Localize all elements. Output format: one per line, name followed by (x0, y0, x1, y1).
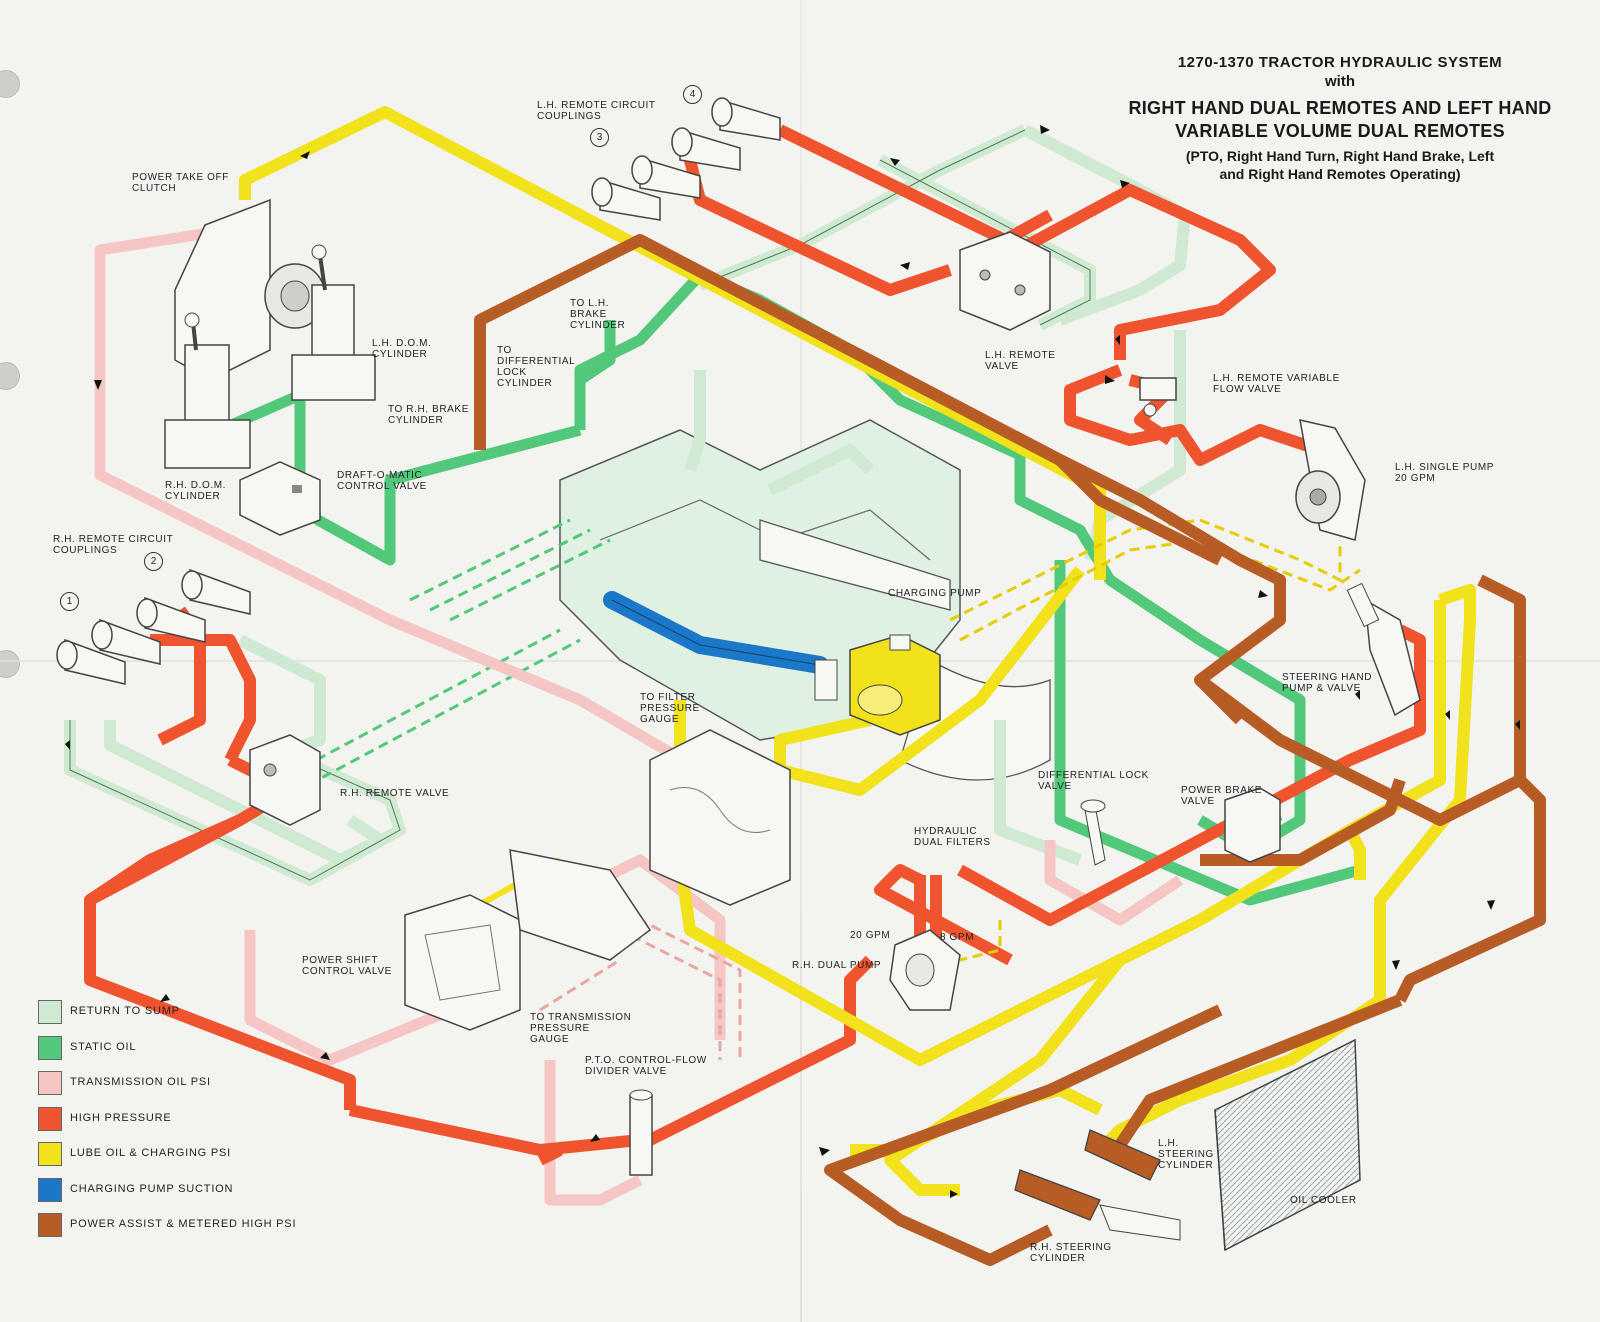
rh-steering-cylinder (1014, 1169, 1181, 1241)
legend-label: CHARGING PUMP SUCTION (70, 1182, 234, 1195)
label-to-filter-gauge: TO FILTER PRESSURE GAUGE (640, 692, 700, 725)
legend-swatch-power-assist (38, 1213, 62, 1237)
power-brake-valve (1224, 787, 1281, 863)
legend-swatch-high-pressure (38, 1106, 62, 1131)
legend-swatch-transmission-oil (38, 1071, 62, 1095)
label-steering-hand-pump: STEERING HAND PUMP & VALVE (1282, 672, 1373, 694)
charging-pump-body (814, 634, 941, 736)
filter-pressure-block (649, 729, 791, 906)
legend-label: POWER ASSIST & METERED HIGH PSI (70, 1218, 297, 1230)
label-draft-o-matic: DRAFT-O-MATIC CONTROL VALVE (337, 470, 427, 492)
label-lh-steering-cylinder: L.H. STEERING CYLINDER (1158, 1138, 1214, 1171)
legend-label: TRANSMISSION OIL PSI (70, 1076, 211, 1088)
title-line-5: (PTO, Right Hand Turn, Right Hand Brake,… (1185, 148, 1495, 164)
return-line-outlines (69, 129, 1091, 881)
label-rh-remote-valve: R.H. REMOTE VALVE (340, 788, 450, 799)
rh-remote-couplings (56, 568, 251, 685)
label-to-lh-brake: TO L.H. BRAKE CYLINDER (570, 298, 626, 331)
label-lh-dom-cylinder: L.H. D.O.M. CYLINDER (372, 338, 432, 360)
coupling-number-2: 2 (144, 552, 163, 571)
label-lh-remote-couplings: L.H. REMOTE CIRCUIT COUPLINGS (537, 100, 656, 122)
label-charging-pump: CHARGING PUMP (888, 588, 982, 599)
label-lh-remote-valve: L.H. REMOTE VALVE (985, 350, 1056, 372)
lh-remote-valve (959, 231, 1051, 331)
valve-plate (509, 849, 652, 961)
pto-control-flow-divider (629, 1089, 653, 1176)
lh-single-pump (1295, 419, 1366, 541)
title-line-2: with (1325, 73, 1355, 90)
label-rh-remote-couplings: R.H. REMOTE CIRCUIT COUPLINGS (53, 534, 174, 556)
label-differential-lock-valve: DIFFERENTIAL LOCK VALVE (1038, 770, 1149, 792)
label-to-transmission-gauge: TO TRANSMISSION PRESSURE GAUGE (530, 1012, 632, 1045)
label-8-gpm: 8 GPM (940, 932, 975, 943)
legend-label: HIGH PRESSURE (70, 1111, 172, 1124)
coupling-number-3: 3 (590, 128, 609, 147)
draft-o-matic-valve (239, 461, 321, 536)
legend-label: STATIC OIL (70, 1040, 137, 1053)
diagram-title: 1270-1370 TRACTOR HYDRAULIC SYSTEM with … (1105, 54, 1575, 182)
pto-clutch (174, 198, 326, 381)
legend-label: LUBE OIL & CHARGING PSI (70, 1147, 232, 1159)
title-line-3: RIGHT HAND DUAL REMOTES AND LEFT HAND (1128, 98, 1552, 118)
rh-remote-valve (249, 734, 321, 826)
coupling-number-1: 1 (60, 592, 79, 611)
legend-label: RETURN TO SUMP (70, 1005, 180, 1017)
legend-swatch-static-oil (38, 1035, 62, 1060)
label-oil-cooler: OIL COOLER (1290, 1195, 1357, 1206)
label-power-shift: POWER SHIFT CONTROL VALVE (302, 955, 392, 977)
title-line-4: VARIABLE VOLUME DUAL REMOTES (1175, 121, 1505, 141)
label-lh-single-pump: L.H. SINGLE PUMP 20 GPM (1395, 462, 1495, 484)
oil-cooler (1214, 1038, 1361, 1252)
rh-dom-cylinder (164, 312, 251, 469)
legend-swatch-lube-oil (38, 1142, 62, 1166)
label-to-rh-brake: TO R.H. BRAKE CYLINDER (388, 404, 469, 426)
label-20-gpm: 20 GPM (850, 930, 891, 941)
label-rh-dual-pump: R.H. DUAL PUMP (792, 960, 882, 971)
label-power-brake-valve: POWER BRAKE VALVE (1181, 785, 1263, 807)
title-line-6: and Right Hand Remotes Operating) (1219, 166, 1461, 182)
steering-hand-pump (1346, 582, 1421, 717)
legend-swatch-return-to-sump (38, 1000, 62, 1024)
transmission-oil-dashed (539, 888, 742, 1060)
label-to-diff-lock: TO DIFFERENTIAL LOCK CYLINDER (497, 345, 576, 389)
label-lh-remote-variable: L.H. REMOTE VARIABLE FLOW VALVE (1213, 373, 1340, 395)
lh-remote-couplings (591, 97, 781, 221)
differential-lock-valve (1080, 799, 1106, 866)
lh-dom-cylinder (291, 244, 376, 401)
legend-swatch-charging-suction (38, 1177, 62, 1202)
coupling-number-4: 4 (683, 85, 702, 104)
rh-dual-pump (889, 929, 961, 1011)
lh-steering-cylinder (1084, 1129, 1161, 1181)
power-shift-valve (404, 894, 521, 1031)
label-pto-control-flow: P.T.O. CONTROL-FLOW DIVIDER VALVE (585, 1055, 707, 1077)
lh-variable-flow-valve (1139, 377, 1177, 417)
label-rh-steering-cylinder: R.H. STEERING CYLINDER (1030, 1242, 1112, 1264)
title-line-1: 1270-1370 TRACTOR HYDRAULIC SYSTEM (1177, 54, 1503, 71)
label-rh-dom-cylinder: R.H. D.O.M. CYLINDER (165, 480, 227, 502)
label-pto-clutch: POWER TAKE OFF CLUTCH (132, 172, 229, 194)
label-hydraulic-dual-filters: HYDRAULIC DUAL FILTERS (914, 826, 991, 848)
